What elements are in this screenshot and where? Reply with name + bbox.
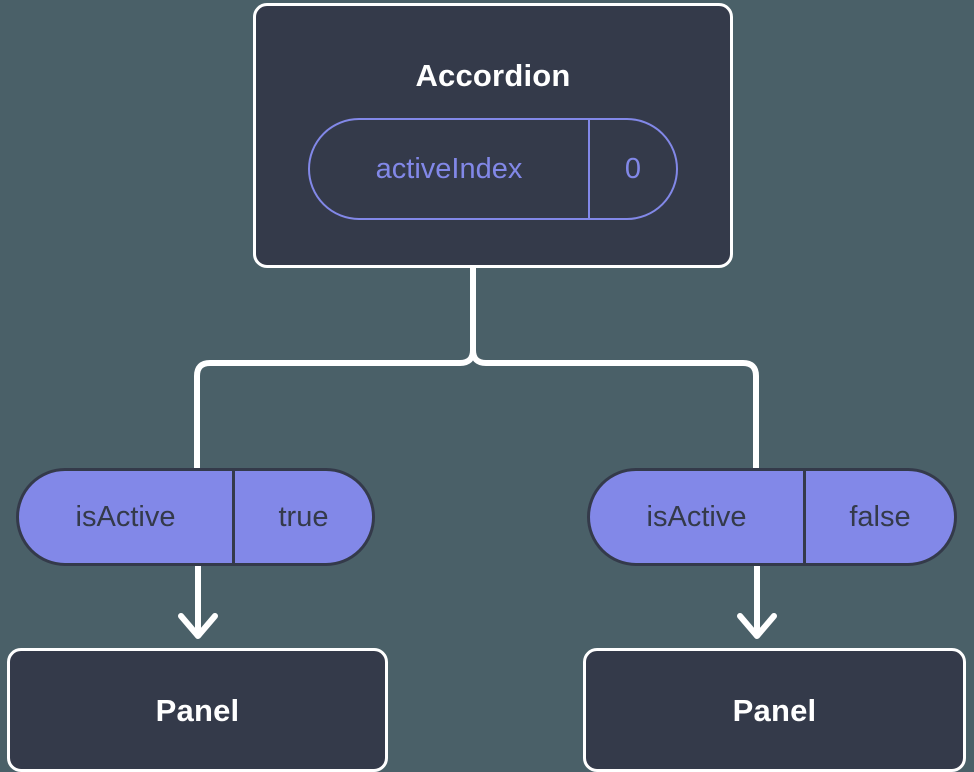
node-panel-left-title: Panel bbox=[155, 692, 240, 728]
prop-badge-value: true bbox=[232, 471, 372, 563]
state-badge-active-index[interactable]: activeIndex 0 bbox=[308, 118, 678, 220]
state-badge-value: 0 bbox=[588, 120, 676, 218]
prop-badge-is-active-false[interactable]: isActive false bbox=[587, 468, 957, 566]
arrow-down-head-left bbox=[178, 613, 218, 639]
node-panel-right-title: Panel bbox=[732, 692, 817, 728]
node-panel-left[interactable]: Panel bbox=[7, 648, 388, 772]
prop-badge-is-active-true[interactable]: isActive true bbox=[16, 468, 375, 566]
state-badge-key: activeIndex bbox=[375, 152, 523, 185]
prop-badge-value: false bbox=[803, 471, 954, 563]
node-accordion-title: Accordion bbox=[415, 58, 571, 93]
arrow-down-head-right bbox=[737, 613, 777, 639]
tree-fork-connector bbox=[194, 265, 759, 473]
prop-badge-key: isActive bbox=[646, 500, 747, 533]
prop-badge-key: isActive bbox=[75, 500, 176, 533]
node-panel-right[interactable]: Panel bbox=[583, 648, 966, 772]
